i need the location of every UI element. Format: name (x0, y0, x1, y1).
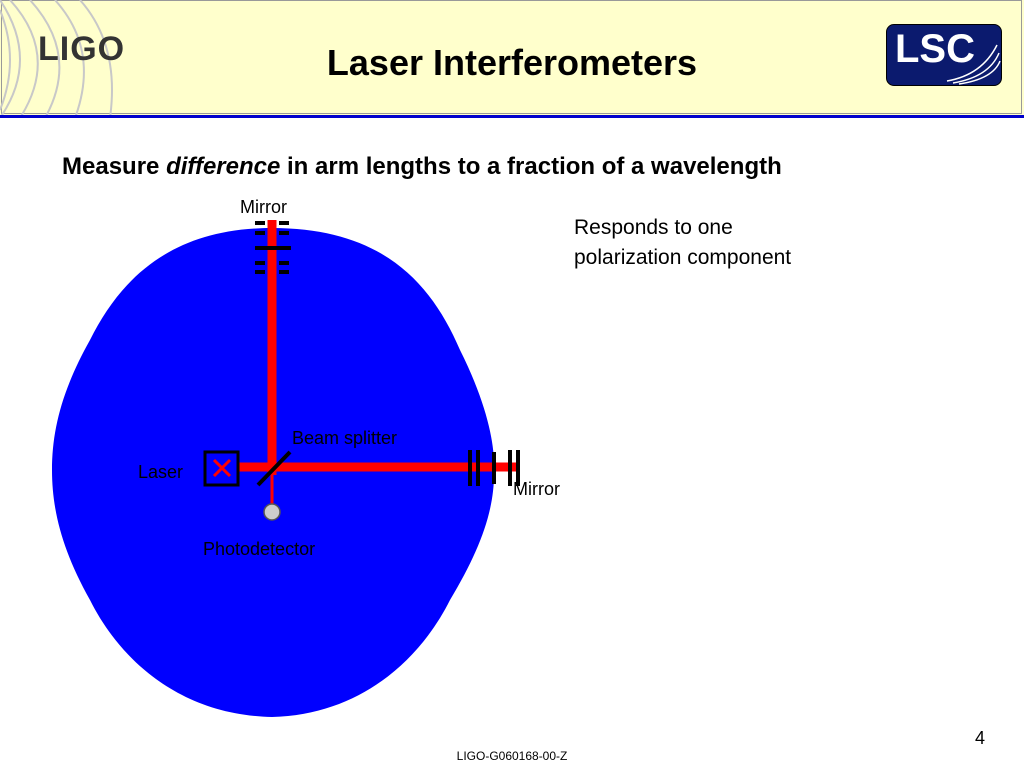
label-mirror-top: Mirror (240, 197, 287, 217)
lsc-logo-swirl (946, 44, 1001, 85)
label-photodetector: Photodetector (203, 539, 316, 559)
polarization-note: Responds to one polarization component (574, 213, 791, 273)
beam-splitter (256, 450, 292, 487)
subtitle-post: in arm lengths to a fraction of a wavele… (280, 153, 782, 180)
slide-subtitle: Measure difference in arm lengths to a f… (62, 153, 782, 181)
subtitle-emphasis: difference (166, 153, 281, 180)
interferometer-diagram (52, 220, 520, 717)
label-beam-splitter: Beam splitter (292, 428, 398, 448)
subtitle-pre: Measure (62, 153, 167, 180)
page-number: 4 (975, 728, 986, 748)
page-title: Laser Interferometers (326, 42, 698, 83)
slide-header: LIGO Laser Interferometers LSC (0, 0, 1024, 118)
note-line-1: Responds to one (574, 216, 733, 239)
header-frame (1, 0, 1022, 114)
label-laser: Laser (138, 462, 184, 482)
right-mirror (468, 450, 520, 486)
laser-icon (212, 458, 232, 478)
decorative-arcs (0, 0, 113, 115)
photodetector (263, 503, 281, 521)
lsc-logo-text: LSC (895, 27, 975, 71)
lsc-logo: LSC (886, 24, 1002, 86)
note-line-2: polarization component (574, 246, 792, 269)
label-mirror-right: Mirror (513, 479, 560, 499)
top-mirror (255, 221, 291, 274)
ligo-logo: LIGO (38, 30, 126, 68)
document-id: LIGO-G060168-00-Z (456, 749, 568, 763)
